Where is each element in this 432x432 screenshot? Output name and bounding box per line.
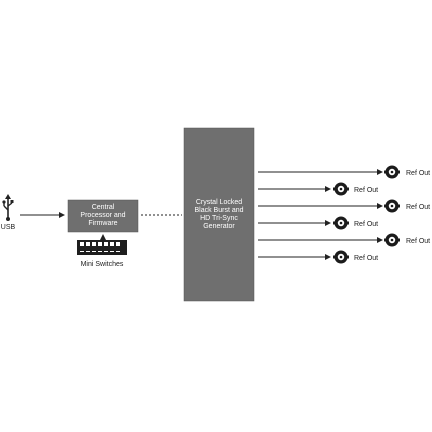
usb-label: USB [1,224,16,231]
output-label: Ref Out [406,170,430,177]
output-row: Ref Out [258,165,430,179]
bnc-connector-icon [384,165,400,179]
bnc-connector-icon [333,250,349,264]
output-row: Ref Out [258,216,378,230]
mini-switches-label: Mini Switches [81,261,124,268]
generator-label-line3: HD Tri-Sync [200,215,238,222]
processor-box [67,199,139,233]
output-label: Ref Out [354,255,378,262]
bnc-connector-icon [333,182,349,196]
bnc-connector-icon [384,233,400,247]
output-row: Ref Out [258,233,430,247]
processor-label-line3: Firmware [88,220,117,227]
output-label: Ref Out [406,204,430,211]
output-row: Ref Out [258,199,430,213]
output-label: Ref Out [354,187,378,194]
processor-label-line1: Central [92,204,115,211]
dip-switch-icon [77,240,127,255]
output-row: Ref Out [258,250,378,264]
bnc-connector-icon [384,199,400,213]
output-label: Ref Out [354,221,378,228]
generator-label-line1: Crystal Locked [196,199,242,206]
output-row: Ref Out [258,182,378,196]
generator-box [183,127,255,302]
generator-label-line2: Black Burst and [194,207,243,214]
processor-label-line2: Processor and [80,212,125,219]
generator-label-line4: Generator [203,223,235,230]
usb-icon [2,194,14,221]
bnc-connector-icon [333,216,349,230]
output-label: Ref Out [406,238,430,245]
